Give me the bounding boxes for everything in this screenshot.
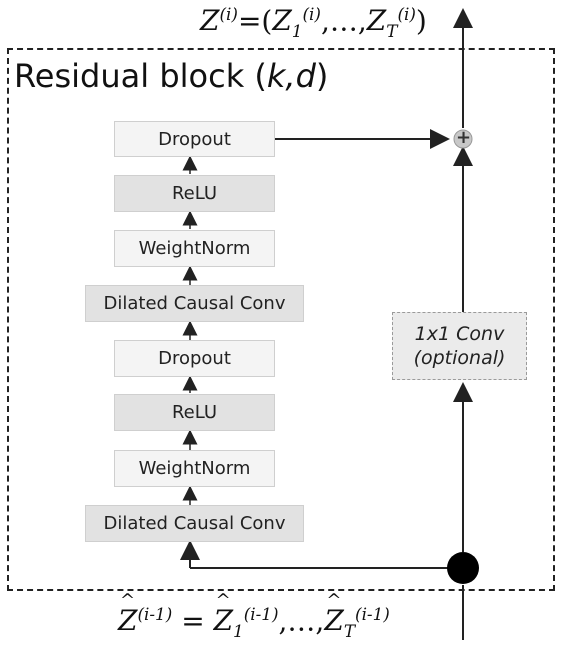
input-z: Z [118, 590, 137, 637]
block-title: Residual block (k,d) [14, 58, 328, 94]
output-z1: Z [272, 0, 291, 37]
output-sup: (i) [219, 4, 238, 24]
output-z: Z [200, 0, 219, 37]
layer-label: WeightNorm [138, 458, 251, 479]
input-sub-t: T [343, 620, 356, 641]
conv-optional-label: (optional) [413, 347, 506, 369]
layer-label: Dropout [158, 348, 231, 369]
layer-label: WeightNorm [138, 238, 251, 259]
layer-weightnorm-bottom: WeightNorm [114, 450, 275, 487]
layer-dilated-conv-bottom: Dilated Causal Conv [85, 505, 304, 542]
output-sup-t: (i) [397, 4, 416, 24]
layer-relu-top: ReLU [114, 175, 275, 212]
layer-label: ReLU [171, 183, 218, 204]
layer-weightnorm-top: WeightNorm [114, 230, 275, 267]
title-params: k,d [266, 57, 316, 95]
input-sup-1: (i-1) [243, 604, 279, 624]
sum-symbol: + [456, 127, 472, 148]
input-sub-1: 1 [233, 620, 244, 641]
input-sup: (i-1) [137, 604, 173, 624]
layer-label: Dilated Causal Conv [103, 513, 286, 534]
input-eq: = [181, 604, 205, 638]
output-sub-1: 1 [291, 20, 303, 41]
split-node [447, 552, 479, 584]
layer-dropout-top: Dropout [114, 121, 275, 157]
input-equation: Z(i-1) = Z1(i-1),…,ZT(i-1) [118, 590, 390, 641]
layer-dilated-conv-top: Dilated Causal Conv [85, 285, 304, 322]
conv-1x1-optional: 1x1 Conv (optional) [392, 312, 527, 380]
layer-relu-bottom: ReLU [114, 394, 275, 431]
input-zt: Z [324, 590, 343, 637]
layer-label: Dilated Causal Conv [103, 293, 286, 314]
layer-dropout-bottom: Dropout [114, 340, 275, 377]
output-equation: Z(i)=(Z1(i),…,ZT(i)) [200, 0, 427, 41]
residual-block-frame [7, 48, 555, 591]
output-sub-t: T [386, 20, 398, 41]
input-z1: Z [214, 590, 233, 637]
output-ellipsis: ,…, [320, 4, 367, 38]
input-sup-t: (i-1) [355, 604, 390, 624]
title-suffix: ) [315, 57, 329, 95]
layer-label: Dropout [158, 128, 231, 150]
title-prefix: Residual block ( [14, 57, 267, 95]
output-sup-1: (i) [302, 4, 321, 24]
conv-1x1-label: 1x1 Conv [414, 323, 505, 345]
input-ellipsis: ,…, [278, 604, 325, 638]
sum-node [453, 129, 473, 149]
output-zt: Z [367, 0, 386, 37]
layer-label: ReLU [171, 402, 218, 423]
